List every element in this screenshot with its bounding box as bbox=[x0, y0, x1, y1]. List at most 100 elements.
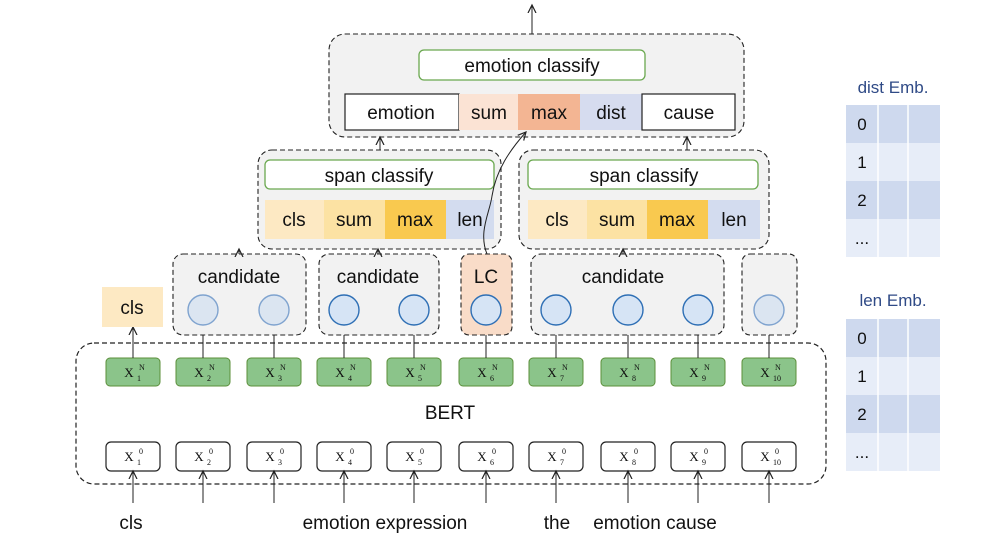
len-emb-row-label: ... bbox=[855, 443, 869, 462]
span-right-len: len bbox=[721, 210, 746, 231]
output-token-label-sub: 2 bbox=[207, 374, 211, 383]
candidate-label-2: candidate bbox=[337, 267, 419, 288]
emotion-cell-emotion-label: emotion bbox=[367, 103, 435, 124]
output-token-label-sub: 7 bbox=[560, 374, 564, 383]
output-token-label-sub: 1 bbox=[137, 374, 141, 383]
span-left-cell-sum bbox=[324, 200, 385, 239]
span-left-cell-max bbox=[385, 200, 446, 239]
emotion-cell-sum bbox=[459, 94, 518, 130]
input-token-label: X bbox=[194, 449, 204, 464]
cls-box-label: cls bbox=[120, 298, 143, 319]
span-left-cell-cls bbox=[265, 200, 324, 239]
output-token-label: X bbox=[689, 365, 699, 380]
span-left-cls: cls bbox=[282, 210, 305, 231]
lc-label: LC bbox=[474, 267, 498, 288]
len-emb-row-label: 0 bbox=[857, 329, 866, 348]
output-token-label-sub: 4 bbox=[348, 374, 352, 383]
candidate-label-1: candidate bbox=[198, 267, 280, 288]
input-token-label-sub: 7 bbox=[560, 458, 564, 467]
emotion-cell-dist-label: dist bbox=[596, 103, 626, 124]
input-token-label-sup: 0 bbox=[562, 447, 566, 456]
output-token-label-sub: 6 bbox=[490, 374, 494, 383]
bert-label: BERT bbox=[425, 403, 476, 424]
input-token-label-sub: 8 bbox=[632, 458, 636, 467]
input-token-label-sup: 0 bbox=[775, 447, 779, 456]
token-representation-circle bbox=[187, 294, 219, 326]
token-representation-circle bbox=[258, 294, 290, 326]
input-word-cls: cls bbox=[119, 513, 142, 534]
token-representation-circle bbox=[540, 294, 572, 326]
emotion-cell-cause bbox=[641, 93, 736, 131]
bert-container bbox=[75, 342, 827, 485]
span-classify-right-title-box bbox=[527, 159, 759, 190]
candidate-label-3: candidate bbox=[582, 267, 664, 288]
emotion-cell-max-label: max bbox=[531, 103, 567, 124]
input-token-label-sub: 6 bbox=[490, 458, 494, 467]
emotion-classify-title-box bbox=[418, 49, 646, 81]
input-token-label-sub: 3 bbox=[278, 458, 282, 467]
span-right-cell-sum bbox=[587, 200, 647, 239]
dist-emb-title: dist Emb. bbox=[858, 78, 929, 97]
span-right-cell-cls bbox=[528, 200, 587, 239]
input-token-label-sup: 0 bbox=[704, 447, 708, 456]
output-token-label-sup: N bbox=[704, 363, 710, 372]
span-left-len: len bbox=[457, 210, 482, 231]
input-token-label: X bbox=[619, 449, 629, 464]
output-token-label: X bbox=[477, 365, 487, 380]
input-token-label-sup: 0 bbox=[280, 447, 284, 456]
output-token-label-sup: N bbox=[350, 363, 356, 372]
arrow-lc-to-emotion-max bbox=[483, 132, 526, 255]
output-token-label-sup: N bbox=[775, 363, 781, 372]
output-token-label-sup: N bbox=[634, 363, 640, 372]
len-emb-row bbox=[846, 319, 940, 357]
dist-emb-row bbox=[846, 105, 940, 143]
input-token-label: X bbox=[760, 449, 770, 464]
input-token-label-sub: 9 bbox=[702, 458, 706, 467]
emotion-cell-sum-label: sum bbox=[471, 103, 507, 124]
token-representation-circle bbox=[470, 294, 502, 326]
input-token-label-sup: 0 bbox=[139, 447, 143, 456]
output-token-label: X bbox=[124, 365, 134, 380]
input-word-the: the bbox=[544, 513, 570, 534]
span-left-sum: sum bbox=[336, 210, 372, 231]
input-token-label-sub: 1 bbox=[137, 458, 141, 467]
output-token-label-sup: N bbox=[420, 363, 426, 372]
dist-emb-row bbox=[846, 181, 940, 219]
input-token-label-sup: 0 bbox=[209, 447, 213, 456]
token-representation-circle bbox=[612, 294, 644, 326]
len-emb-row bbox=[846, 357, 940, 395]
input-token-label: X bbox=[124, 449, 134, 464]
dist-emb-row-label: ... bbox=[855, 229, 869, 248]
output-token-label: X bbox=[619, 365, 629, 380]
output-token-label-sup: N bbox=[492, 363, 498, 372]
input-token-label: X bbox=[477, 449, 487, 464]
output-token-label-sub: 9 bbox=[702, 374, 706, 383]
emotion-classify-title: emotion classify bbox=[464, 56, 600, 77]
output-token-label: X bbox=[194, 365, 204, 380]
input-token-label: X bbox=[689, 449, 699, 464]
emotion-cell-dist bbox=[580, 94, 642, 130]
span-right-cell-len bbox=[708, 200, 760, 239]
output-token-label-sup: N bbox=[562, 363, 568, 372]
len-emb-row bbox=[846, 395, 940, 433]
span-right-cell-max bbox=[647, 200, 708, 239]
dist-emb-row-label: 1 bbox=[857, 153, 866, 172]
input-token-label-sub: 4 bbox=[348, 458, 352, 467]
input-token-label-sub: 10 bbox=[773, 458, 781, 467]
span-right-sum: sum bbox=[599, 210, 635, 231]
input-token-label-sup: 0 bbox=[350, 447, 354, 456]
input-token-label-sub: 2 bbox=[207, 458, 211, 467]
input-token-label-sub: 5 bbox=[418, 458, 422, 467]
token-representation-circle bbox=[753, 294, 785, 326]
candidate-circles bbox=[187, 294, 785, 326]
input-word-emotion-expression: emotion expression bbox=[303, 513, 468, 534]
output-token-label: X bbox=[760, 365, 770, 380]
len-emb-table: 012... bbox=[846, 319, 940, 471]
span-left-max: max bbox=[397, 210, 433, 231]
output-token-label-sup: N bbox=[280, 363, 286, 372]
dist-emb-table: 012... bbox=[846, 105, 940, 257]
input-token-label: X bbox=[547, 449, 557, 464]
